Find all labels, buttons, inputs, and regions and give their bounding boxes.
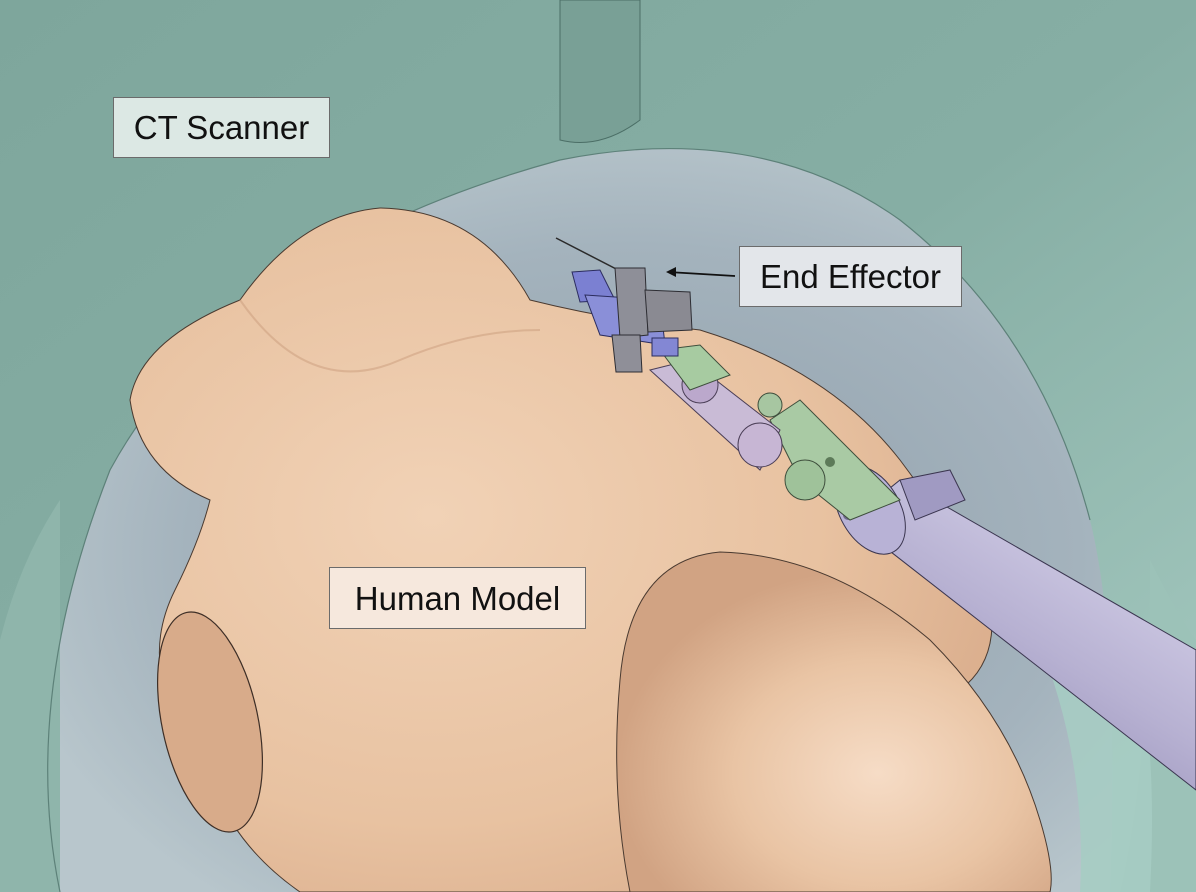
ct-scanner-label: CT Scanner [113,97,330,158]
human-shoulder [616,551,1052,892]
torso-contour [239,299,541,373]
human-arm-section [156,611,264,833]
bore-rim-line [47,148,1091,892]
bore-left-rim [0,500,60,892]
robot-linkage [648,344,901,521]
end-effector-label: End Effector [739,246,962,307]
scanner-top-recess [559,0,641,143]
human-model-label: Human Model [329,567,586,629]
end-effector-assembly [555,237,736,373]
